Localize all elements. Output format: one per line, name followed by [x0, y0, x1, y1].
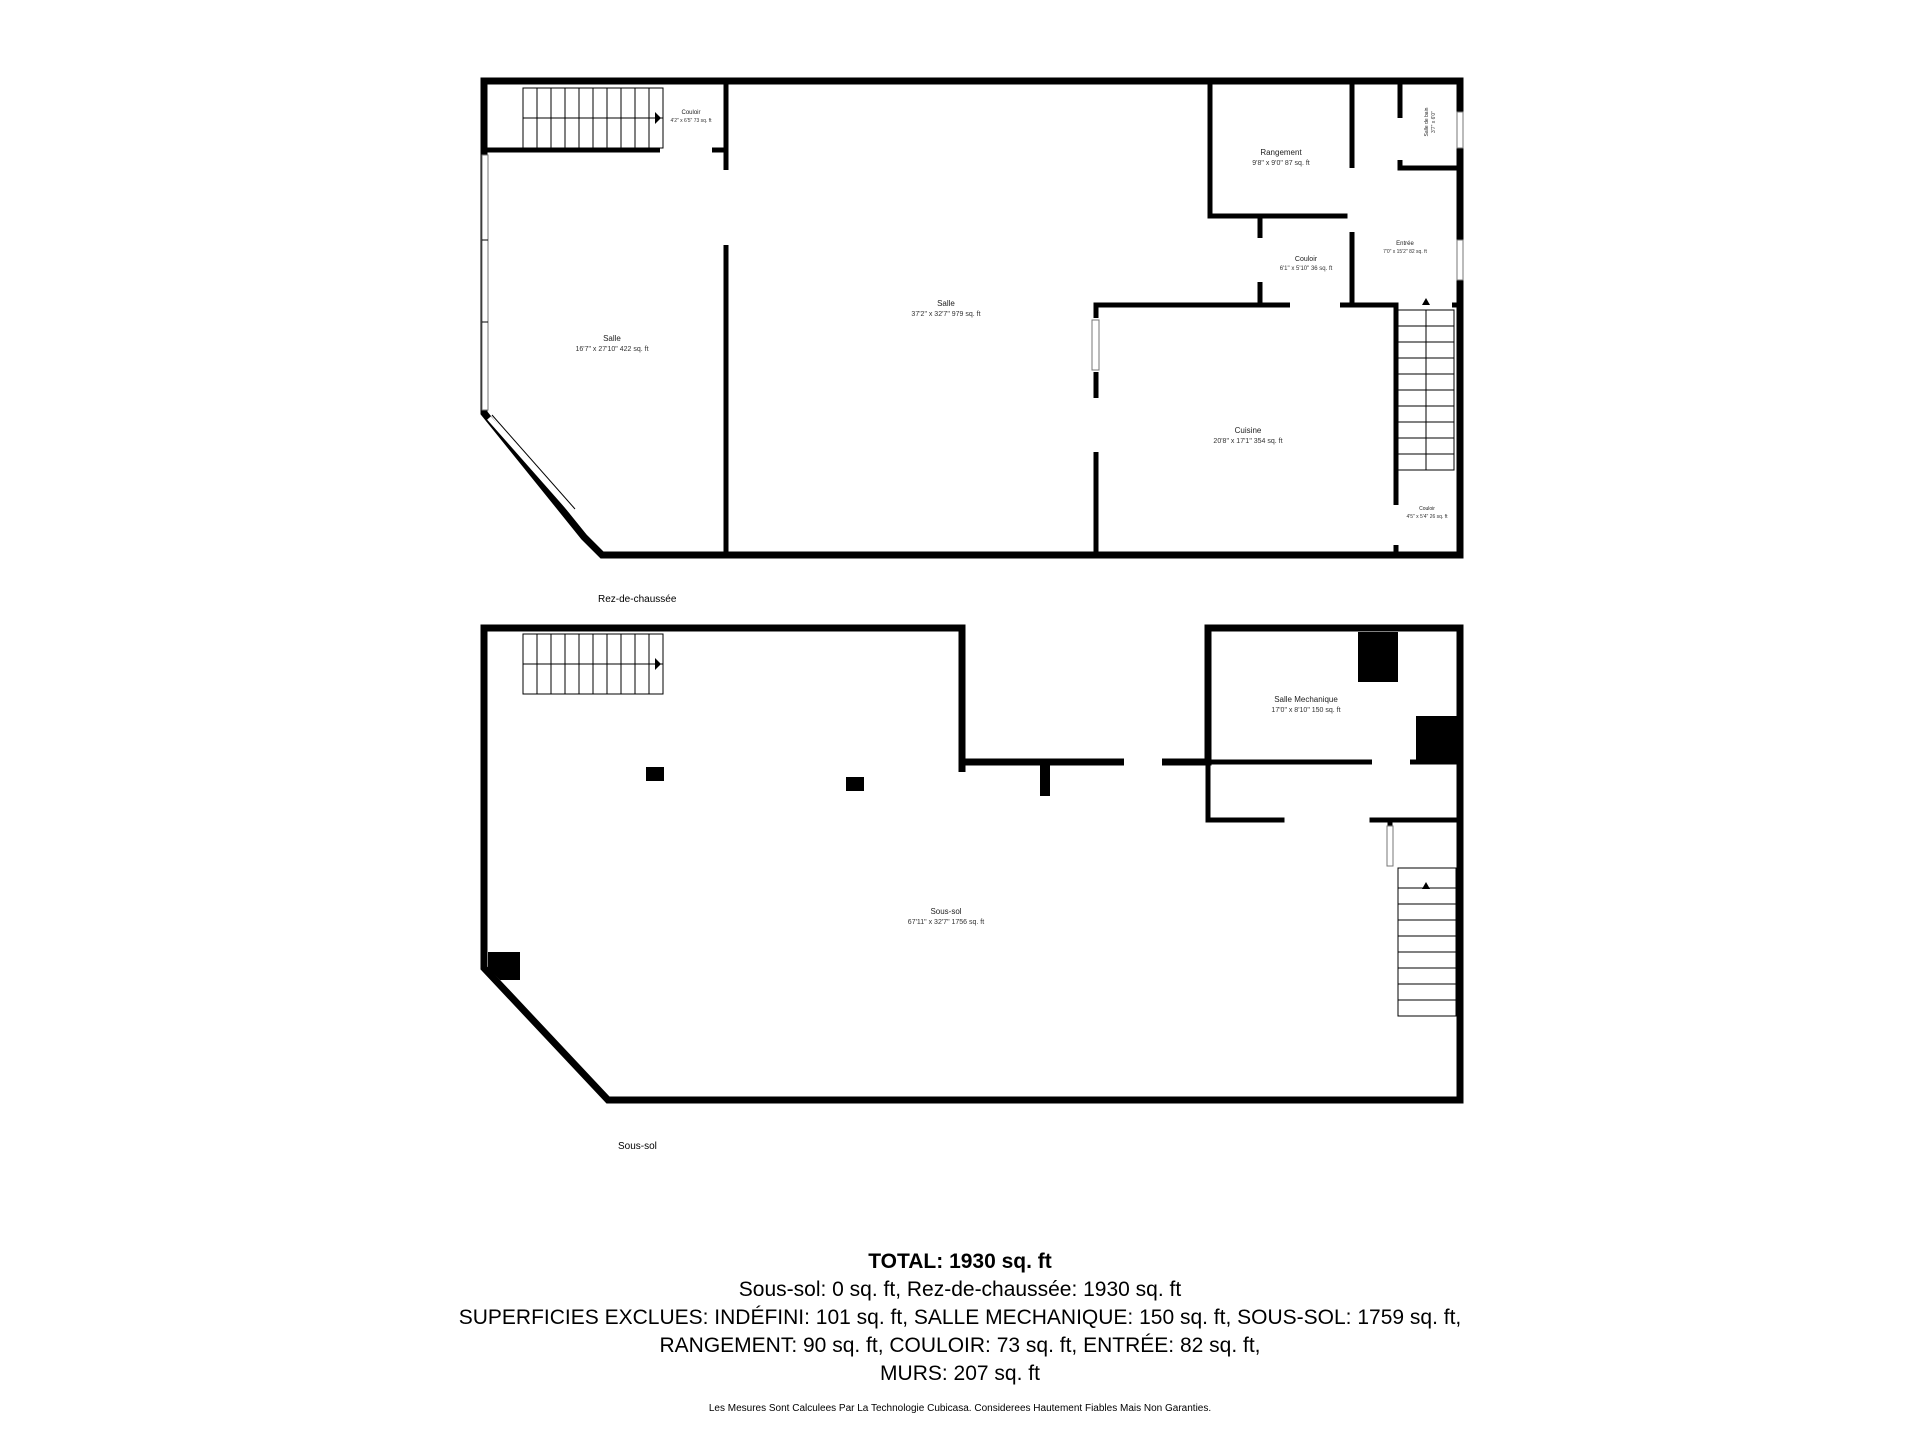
floor-label-basement: Sous-sol [618, 1141, 657, 1152]
room-name: Salle Mechanique [1274, 695, 1338, 704]
room-name: Sous-sol [930, 907, 961, 916]
summary-line: SUPERFICIES EXCLUES: INDÉFINI: 101 sq. f… [458, 1306, 1462, 1329]
column [488, 952, 520, 980]
staircase [522, 633, 664, 695]
basement-outer-wall [480, 624, 1464, 1104]
column [846, 777, 864, 791]
staircase [1397, 298, 1455, 471]
room-dims: 9'8" x 9'0" 87 sq. ft [1252, 160, 1310, 167]
ground-outer-wall [480, 77, 1464, 559]
room-dims: 4'2" x 6'5" 73 sq. ft [670, 118, 712, 124]
column [646, 767, 664, 781]
summary-line: MURS: 207 sq. ft [880, 1362, 1040, 1385]
room-dims: 6'1" x 5'10" 36 sq. ft [1280, 266, 1333, 272]
column [1358, 632, 1398, 682]
room-dims: 67'11" x 32'7" 1756 sq. ft [908, 919, 984, 926]
ground-floor-plan: Couloir 4'2" x 6'5" 73 sq. ft Salle 16'7… [480, 77, 1464, 605]
room-name: Salle [937, 299, 955, 308]
window [481, 154, 489, 411]
total-area: TOTAL: 1930 sq. ft [868, 1250, 1052, 1273]
column [1040, 762, 1050, 796]
column [1416, 716, 1458, 760]
room-name: Salle [603, 334, 621, 343]
room-dims: 4'5" x 5'4" 26 sq. ft [1406, 514, 1448, 520]
room-dims: 20'8" x 17'1" 354 sq. ft [1213, 438, 1282, 445]
room-name: Rangement [1260, 148, 1302, 157]
summary-line: RANGEMENT: 90 sq. ft, COULOIR: 73 sq. ft… [659, 1334, 1261, 1357]
room-name: Cuisine [1235, 426, 1262, 435]
room-name: Couloir [1295, 256, 1318, 263]
disclaimer: Les Mesures Sont Calculees Par La Techno… [708, 1403, 1212, 1414]
floor-label-ground: Rez-de-chaussée [598, 594, 677, 605]
room-name: Salle de bain [1424, 107, 1430, 136]
room-dims: 7'0" x 15'2" 82 sq. ft [1383, 249, 1427, 255]
room-name: Entrée [1396, 241, 1414, 247]
room-dims: 16'7" x 27'10" 422 sq. ft [575, 346, 648, 353]
area-summary: TOTAL: 1930 sq. ft Sous-sol: 0 sq. ft, R… [0, 1248, 1920, 1388]
room-name: Couloir [1419, 506, 1435, 512]
window [1456, 239, 1464, 281]
window [1456, 111, 1464, 149]
room-dims: 37'2" x 32'7" 979 sq. ft [911, 311, 980, 318]
basement-floor-plan: Salle Mechanique 17'0" x 8'10" 150 sq. f… [480, 624, 1464, 1152]
room-dims: 3'7" x 6'0" [1431, 111, 1437, 133]
room-name: Couloir [681, 110, 700, 116]
room-dims: 17'0" x 8'10" 150 sq. ft [1271, 707, 1340, 714]
summary-line: Sous-sol: 0 sq. ft, Rez-de-chaussée: 193… [738, 1278, 1182, 1301]
staircase [1397, 867, 1457, 1017]
staircase [522, 87, 664, 149]
